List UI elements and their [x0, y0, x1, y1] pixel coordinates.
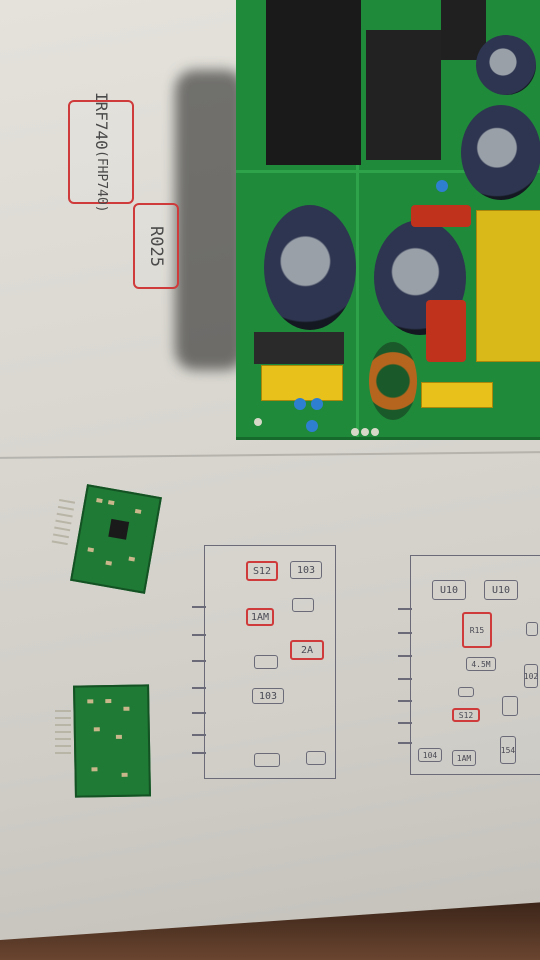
left-part-small-3: [254, 753, 280, 767]
right-part-small-3: [502, 696, 518, 716]
right-part-r15: R15: [462, 612, 492, 648]
left-part-s12: S12: [246, 561, 278, 581]
left-part-103-top: 103: [290, 561, 322, 579]
left-part-103-mid: 103: [252, 688, 284, 704]
right-part-small-2: [458, 687, 474, 697]
left-part-small-2: [254, 655, 278, 669]
left-part-1am: 1AM: [246, 608, 274, 626]
resistor-value-note: R025: [133, 203, 179, 289]
right-part-154: 154: [500, 736, 516, 764]
right-part-104: 104: [418, 748, 442, 762]
small-module-bottom: [73, 684, 151, 798]
pcb-shadow: [175, 70, 245, 370]
right-part-small-1: [526, 622, 538, 636]
left-part-small-1: [292, 598, 314, 612]
right-part-u10-2: U10: [484, 580, 518, 600]
resistor-value: R025: [146, 225, 166, 267]
right-part-u10-1: U10: [432, 580, 466, 600]
power-supply-pcb: [236, 0, 540, 440]
mosfet-part-number: IRF740: [92, 91, 111, 150]
left-part-small-4: [306, 751, 326, 765]
right-part-102: 102: [524, 664, 538, 688]
mosfet-part-note: IRF740 (FHP740): [68, 92, 134, 212]
mosfet-alt-part-number: (FHP740): [94, 149, 109, 213]
left-layout-sketch: [204, 545, 336, 779]
right-part-1am: 1AM: [452, 750, 476, 766]
right-layout-sketch: [410, 555, 540, 775]
right-part-s12: S12: [452, 708, 480, 722]
right-part-4-5m: 4.5M: [466, 657, 496, 671]
left-part-2a: 2A: [290, 640, 324, 660]
module-2-header-pins: [55, 710, 71, 759]
